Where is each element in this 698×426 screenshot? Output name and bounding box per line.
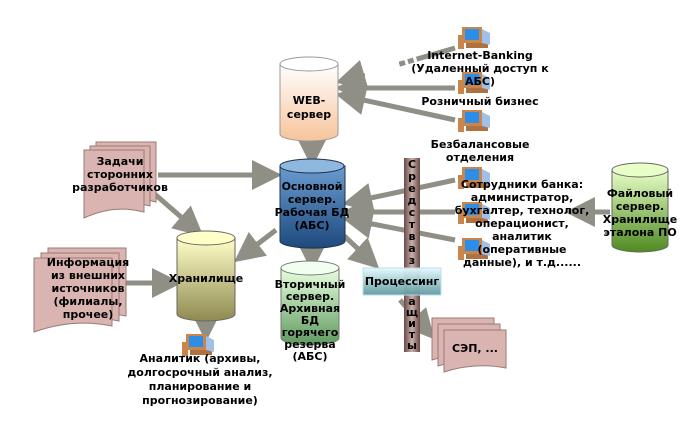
web-server-label: WEB-сервер	[287, 94, 331, 121]
storage-label: Хранилище	[169, 272, 243, 285]
security-pole	[404, 158, 420, 352]
computer-icon	[458, 110, 490, 132]
processing-box: Процессинг	[362, 267, 442, 296]
retail-label: Розничный бизнес	[421, 95, 538, 108]
processing-label: Процессинг	[365, 275, 440, 288]
storage-cylinder: Хранилище	[169, 230, 243, 322]
web-server-cylinder: WEB-сервер	[279, 56, 339, 142]
staff-label: Сотрудники банка:администратор,бухгалтер…	[455, 178, 590, 269]
sep-doc: СЭП, ...	[431, 317, 507, 373]
connection-arrows	[125, 45, 610, 342]
computer-icon	[458, 27, 490, 49]
analyst-label: Аналитик (архивы,долгосрочный анализ,пла…	[127, 352, 272, 407]
sep-label: СЭП, ...	[452, 342, 498, 355]
